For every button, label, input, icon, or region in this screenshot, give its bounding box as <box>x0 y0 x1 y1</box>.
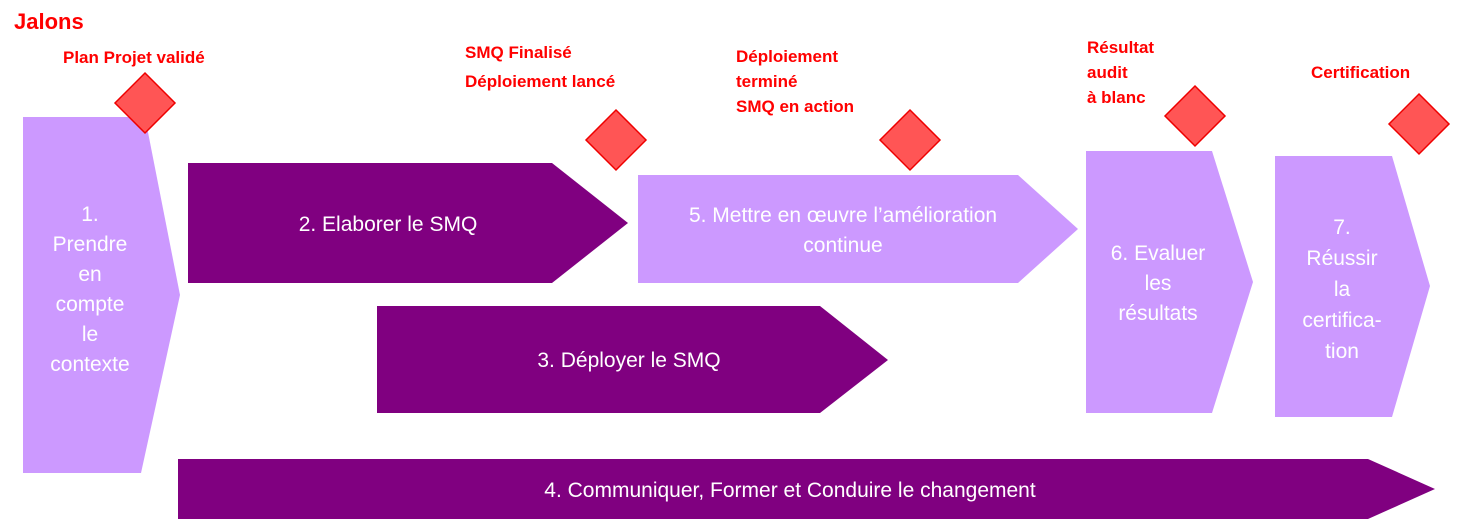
text-line: SMQ en action <box>736 97 854 116</box>
phase-5-label: 5. Mettre en œuvre l’amélioration continu… <box>689 204 997 257</box>
text-line: tion <box>1325 340 1359 363</box>
phase-2-label: 2. Elaborer le SMQ <box>299 213 478 236</box>
text-line: Déploiement lancé <box>465 72 615 91</box>
text-line: les <box>1145 272 1172 295</box>
phase-7-arrow <box>1275 156 1430 417</box>
text-line: 7. <box>1333 216 1351 239</box>
text-line: le <box>82 323 98 346</box>
diagram-title: Jalons <box>14 9 84 34</box>
text-line: compte <box>56 293 125 316</box>
phase-4-label: 4. Communiquer, Former et Conduire le ch… <box>544 479 1036 502</box>
text-line: 2. Elaborer le SMQ <box>299 213 478 236</box>
phase-2-arrow <box>188 163 628 283</box>
text-line: 4. Communiquer, Former et Conduire le ch… <box>544 479 1036 502</box>
milestone-1-label: Plan Projet validé <box>63 48 205 67</box>
phase-3-label: 3. Déployer le SMQ <box>537 349 720 372</box>
milestone-2-diamond <box>584 108 648 172</box>
text-line: Certification <box>1311 63 1410 82</box>
text-line: 5. Mettre en œuvre l’amélioration <box>689 204 997 227</box>
text-line: Déploiement <box>736 47 838 66</box>
text-line: Résultat <box>1087 38 1154 57</box>
text-line: audit <box>1087 63 1128 82</box>
phase-3-arrow <box>377 306 888 413</box>
milestone-5-label: Certification <box>1311 63 1410 82</box>
text-line: à blanc <box>1087 88 1146 107</box>
text-line: contexte <box>50 353 129 376</box>
phase-6-label: 6. Evaluer les résultats <box>1111 242 1206 325</box>
phase-5-arrow <box>638 175 1078 283</box>
text-line: en <box>78 263 101 286</box>
milestone-4-label: Résultat audit à blanc <box>1087 38 1154 107</box>
text-line: 6. Evaluer <box>1111 242 1206 265</box>
phase-1-label: 1. Prendre en compte le contexte <box>50 203 129 376</box>
text-line: SMQ Finalisé <box>465 43 572 62</box>
phase-1-arrow <box>23 117 180 473</box>
phase-7-label: 7. Réussir la certifica-tion <box>1302 216 1381 363</box>
milestone-4-diamond <box>1163 84 1227 148</box>
phase-4-arrow <box>178 459 1435 519</box>
text-line: Réussir <box>1306 247 1377 270</box>
text-line: la <box>1334 278 1351 301</box>
milestone-3-diamond <box>878 108 942 172</box>
text-line: certifica- <box>1302 309 1381 332</box>
milestone-5-diamond <box>1387 92 1451 156</box>
text-line: 1. <box>81 203 99 226</box>
text-line: continue <box>803 234 882 257</box>
text-line: Prendre <box>53 233 128 256</box>
text-line: Plan Projet validé <box>63 48 205 67</box>
text-line: 3. Déployer le SMQ <box>537 349 720 372</box>
phase-6-arrow <box>1086 151 1253 413</box>
milestone-1-diamond <box>113 71 177 135</box>
text-line: résultats <box>1118 302 1197 325</box>
text-line: terminé <box>736 72 797 91</box>
